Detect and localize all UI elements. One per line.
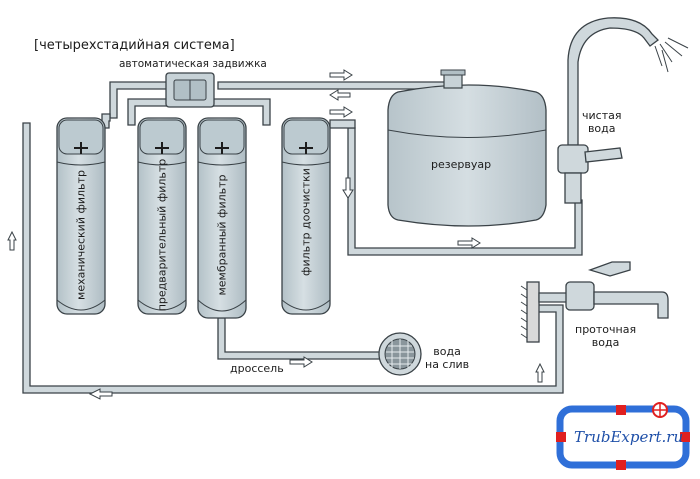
drain-grate	[378, 332, 422, 376]
filter-mechanical	[56, 117, 106, 315]
throttle-label: дроссель	[230, 362, 284, 375]
filter-post-label: фильтр доочистки	[299, 168, 313, 276]
filter-pre-label: предварительный фильтр	[155, 158, 169, 312]
arrow-up-right	[535, 362, 545, 383]
pipe-post-filter	[329, 119, 356, 129]
arrow-down	[342, 177, 354, 199]
arrow-left-mid	[329, 89, 351, 101]
filter-membrane-label: мембранный фильтр	[215, 174, 229, 296]
clean-water-line-2: вода	[587, 122, 616, 135]
diagram-title: [четырехстадийная система]	[34, 38, 235, 53]
arrow-left-bottom	[88, 388, 113, 400]
tap-water-label: проточная вода	[575, 323, 636, 349]
tank-label: резервуар	[431, 158, 492, 171]
logo-frame	[556, 402, 690, 470]
clean-water-line-1: чистая	[582, 109, 622, 122]
arrow-drain	[289, 356, 313, 368]
logo-text: TrubExpert.ru	[574, 428, 684, 446]
water-spray	[654, 37, 689, 73]
filter-pre	[137, 117, 187, 315]
arrow-right-mid	[329, 106, 353, 118]
clean-water-label: чистая вода	[582, 109, 621, 135]
tap-mixer	[526, 261, 669, 343]
valve-label: автоматическая задвижка	[119, 58, 267, 70]
filter-post	[281, 117, 331, 315]
clean-faucet	[557, 17, 659, 204]
drain-label: вода на слив	[425, 345, 469, 371]
tap-water-line-2: вода	[591, 336, 620, 349]
wall-hatch	[520, 285, 528, 339]
tank-shape	[387, 69, 547, 227]
arrow-up-left	[7, 230, 17, 251]
drain-line-1: вода	[433, 345, 461, 358]
drain-line-2: на слив	[425, 358, 470, 371]
auto-valve	[165, 72, 215, 108]
tap-water-line-1: проточная	[575, 323, 637, 336]
arrow-right-top	[329, 69, 353, 81]
filter-membrane	[197, 117, 247, 319]
pipe-drain	[217, 317, 381, 360]
filter-mechanical-label: механический фильтр	[74, 170, 88, 300]
arrow-right-low	[457, 237, 481, 249]
flow-arrows	[7, 69, 545, 400]
